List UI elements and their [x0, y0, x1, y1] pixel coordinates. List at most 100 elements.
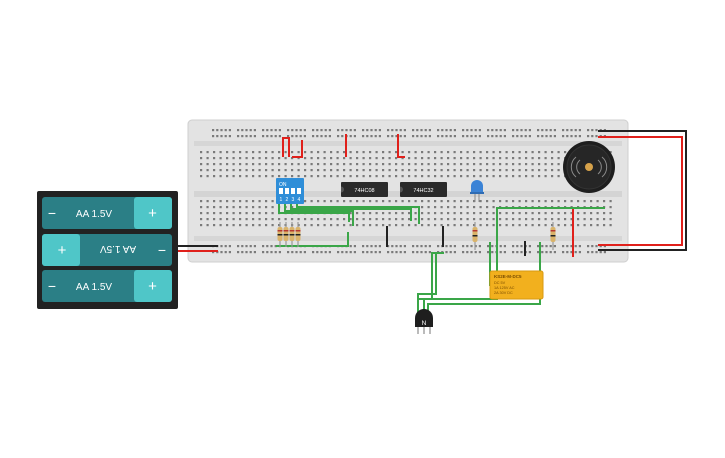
buzzer-loop-red[interactable] — [598, 136, 683, 246]
battery-cell-reversed[interactable]: + − AA 1.5V — [42, 234, 172, 266]
breadboard-hole — [603, 200, 606, 203]
breadboard-hole — [427, 175, 430, 178]
breadboard-hole — [375, 175, 378, 178]
jumper-red[interactable] — [292, 140, 303, 158]
breadboard-hole — [434, 212, 437, 215]
breadboard-hole — [499, 135, 502, 138]
resistor[interactable] — [283, 222, 289, 247]
breadboard-hole — [310, 175, 313, 178]
resistor[interactable] — [472, 222, 478, 250]
piezo-buzzer[interactable] — [563, 141, 615, 193]
breadboard-hole — [369, 175, 372, 178]
breadboard-hole — [479, 157, 482, 160]
signal-wire-green[interactable] — [418, 207, 605, 300]
dip-on-label: ON — [279, 182, 287, 188]
breadboard-hole — [545, 245, 548, 248]
breadboard-hole — [291, 129, 294, 132]
npn-transistor[interactable]: N — [415, 309, 433, 334]
breadboard-hole — [460, 175, 463, 178]
chip-label: 74HC32 — [413, 188, 433, 194]
breadboard-hole — [466, 129, 469, 132]
breadboard-hole — [460, 151, 463, 154]
cell-label: AA 1.5V — [100, 243, 136, 254]
breadboard-hole — [391, 135, 394, 138]
breadboard-hole — [262, 245, 265, 248]
sound-wave-icon — [570, 156, 577, 178]
breadboard-hole — [401, 200, 404, 203]
plus-icon: + — [58, 242, 67, 259]
breadboard-hole — [537, 129, 540, 132]
breadboard-hole — [265, 206, 268, 209]
breadboard-hole — [200, 163, 203, 166]
breadboard-hole — [516, 135, 519, 138]
ic-chip-or[interactable]: 74HC32 — [400, 182, 447, 197]
breadboard-hole — [232, 175, 235, 178]
dip-toggle[interactable] — [291, 188, 295, 194]
dip-toggle[interactable] — [285, 188, 289, 194]
breadboard-hole — [265, 175, 268, 178]
breadboard-hole — [219, 200, 222, 203]
breadboard-hole — [492, 206, 495, 209]
breadboard-hole — [388, 224, 391, 227]
breadboard-hole — [460, 206, 463, 209]
signal-wire-green[interactable] — [296, 204, 420, 224]
breadboard-hole — [310, 218, 313, 221]
breadboard-hole — [270, 135, 273, 138]
breadboard-hole — [544, 151, 547, 154]
breadboard-hole — [200, 224, 203, 227]
signal-wire-green[interactable] — [290, 204, 412, 221]
breadboard-hole — [427, 224, 430, 227]
jumper-red[interactable] — [397, 134, 405, 158]
breadboard-hole — [495, 129, 498, 132]
breadboard-hole — [370, 129, 373, 132]
resistor[interactable] — [277, 222, 283, 247]
breadboard-hole — [551, 151, 554, 154]
breadboard-hole — [566, 251, 569, 254]
breadboard-hole — [570, 200, 573, 203]
breadboard-hole — [330, 163, 333, 166]
breadboard-hole — [226, 169, 229, 172]
breadboard-hole — [239, 218, 242, 221]
relay-module[interactable]: KS2E-M-DC5 DC 5V 1A 125V AC 2A 30V DC — [489, 270, 544, 300]
dip-switch[interactable]: ON 1 2 3 4 — [276, 178, 304, 204]
breadboard-hole — [574, 129, 577, 132]
resistor[interactable] — [550, 222, 556, 250]
resistor[interactable] — [289, 222, 295, 247]
breadboard-hole — [241, 129, 244, 132]
breadboard-hole — [538, 175, 541, 178]
breadboard-hole — [564, 200, 567, 203]
dip-toggle[interactable] — [279, 188, 283, 194]
breadboard-hole — [492, 163, 495, 166]
dip-toggle[interactable] — [297, 188, 301, 194]
signal-wire-green[interactable] — [276, 232, 349, 247]
jumper-red[interactable] — [282, 137, 290, 157]
breadboard-hole — [414, 224, 417, 227]
breadboard-hole — [574, 135, 577, 138]
breadboard-hole — [265, 169, 268, 172]
relay-title: KS2E-M-DC5 — [494, 274, 522, 279]
battery-cell[interactable]: + − AA 1.5V — [42, 270, 172, 302]
battery-cell[interactable]: + − AA 1.5V — [42, 197, 172, 229]
breadboard-hole — [252, 169, 255, 172]
breadboard-hole — [524, 129, 527, 132]
dip-number: 2 — [286, 197, 289, 203]
signal-wire-green[interactable] — [417, 253, 437, 313]
breadboard-hole — [564, 212, 567, 215]
breadboard-hole — [213, 169, 216, 172]
breadboard-hole — [303, 135, 306, 138]
signal-wire-green[interactable] — [278, 204, 350, 222]
breadboard-hole — [330, 200, 333, 203]
breadboard-hole — [258, 169, 261, 172]
breadboard-hole — [370, 245, 373, 248]
breadboard-hole — [538, 157, 541, 160]
resistor[interactable] — [295, 222, 301, 247]
breadboard-hole — [206, 218, 209, 221]
signal-wire-green[interactable] — [284, 204, 354, 226]
ic-chip-and[interactable]: 74HC08 — [341, 182, 388, 197]
battery-pack[interactable]: + − AA 1.5V + − AA 1.5V + − AA 1.5V — [37, 191, 178, 309]
led[interactable] — [470, 180, 484, 202]
breadboard-hole — [224, 245, 227, 248]
breadboard-hole — [274, 245, 277, 248]
buzzer-loop-black[interactable] — [598, 130, 687, 251]
breadboard-hole — [330, 157, 333, 160]
